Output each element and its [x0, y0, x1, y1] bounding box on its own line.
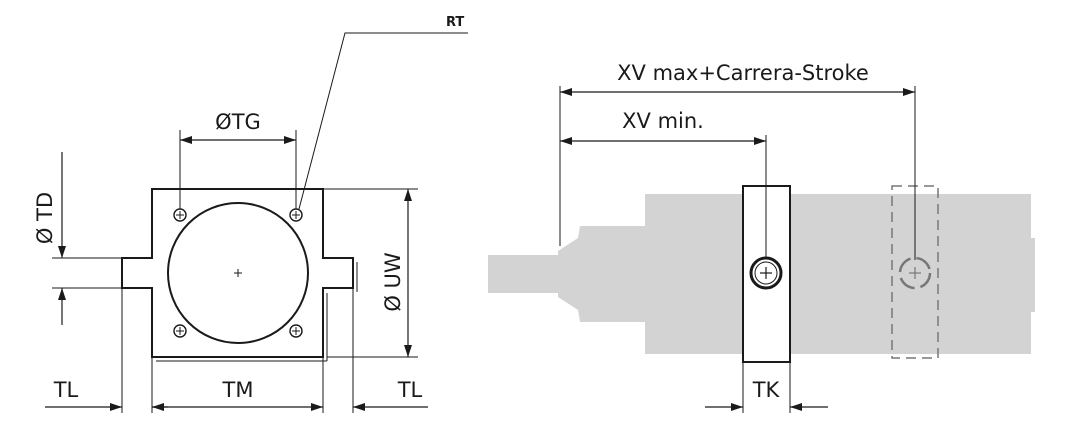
td-label: Ø TD — [33, 192, 57, 244]
screw-hole-top-left — [173, 208, 187, 222]
screw-hole-top-right — [289, 208, 303, 222]
rod-nose — [558, 226, 645, 322]
tg-label: ØTG — [215, 110, 261, 134]
uw-label: Ø UW — [381, 252, 405, 312]
xv-min-label: XV min. — [622, 109, 704, 133]
xv-max-label: XV max+Carrera-Stroke — [617, 61, 869, 85]
rt-leader — [298, 32, 468, 210]
trunnion-pin-min — [749, 256, 783, 290]
tm-label: TM — [222, 378, 254, 402]
rt-label: RT — [446, 15, 464, 30]
tl-left-label: TL — [53, 378, 79, 402]
screw-hole-bottom-right — [289, 324, 303, 338]
front-view: RT ØTG Ø TD Ø UW TL TM TL — [33, 15, 468, 413]
tk-label: TK — [752, 378, 781, 402]
side-view: XV max+Carrera-Stroke XV min. TK — [488, 61, 1035, 413]
tl-right-label: TL — [397, 378, 423, 402]
cylinder-body — [488, 194, 1035, 354]
trunnion-pin-max — [898, 256, 932, 290]
bore-circle — [167, 202, 309, 344]
screw-hole-bottom-left — [173, 324, 187, 338]
barrel — [645, 194, 1031, 354]
piston-rod — [488, 255, 560, 293]
barrel-end-cap — [1031, 238, 1035, 312]
